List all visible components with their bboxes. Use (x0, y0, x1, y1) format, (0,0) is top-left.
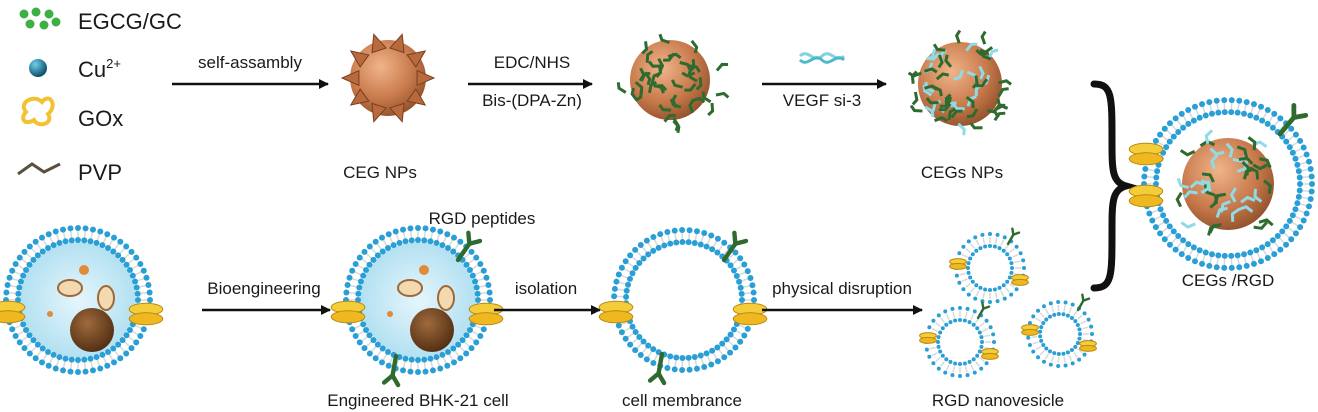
parent-cell (0, 225, 164, 375)
vegf-si-label: VEGF si-3 (783, 91, 861, 110)
bis-dpa-zn-label: Bis-(DPA-Zn) (482, 91, 582, 110)
ceg-pvp-nanoparticle (616, 33, 730, 134)
legend-gox-label: GOx (78, 106, 123, 131)
legend-egcg-label: EGCG/GC (78, 9, 182, 34)
legend: EGCG/GC Cu2+ GOx PVP (17, 7, 182, 185)
physical-disruption-label: physical disruption (772, 279, 912, 298)
sirna-icon (798, 52, 846, 64)
egcg-icon (19, 7, 61, 30)
cell-membrane-label: cell membrance (622, 391, 742, 410)
engineered-cell-label: Engineered BHK-21 cell (327, 391, 508, 410)
ceg-nps-label: CEG NPs (343, 163, 417, 182)
ceg-nanoparticle (340, 33, 436, 123)
cell-membrane (598, 227, 768, 386)
combine-brace (1090, 80, 1139, 292)
engineered-cell (330, 225, 504, 388)
pvp-icon (17, 162, 61, 176)
legend-pvp-label: PVP (78, 160, 122, 185)
cegs-rgd-label: CEGs /RGD (1182, 271, 1275, 290)
edc-nhs-label: EDC/NHS (494, 53, 571, 72)
copper-ion-icon (29, 59, 47, 77)
rgd-peptides-label: RGD peptides (429, 209, 536, 228)
isolation-label: isolation (515, 279, 577, 298)
self-assembly-label: self-assambly (198, 53, 302, 72)
cegs-nanoparticle (907, 29, 1013, 136)
legend-cu-label: Cu2+ (78, 56, 121, 82)
bioengineering-label: Bioengineering (207, 279, 320, 298)
rgd-nanovesicles (919, 227, 1097, 378)
rgd-nanovesicle-label: RGD nanovesicle (932, 391, 1064, 410)
cegs-rgd-product (1128, 97, 1315, 271)
cegs-nps-label: CEGs NPs (921, 163, 1003, 182)
gox-icon (21, 96, 55, 127)
